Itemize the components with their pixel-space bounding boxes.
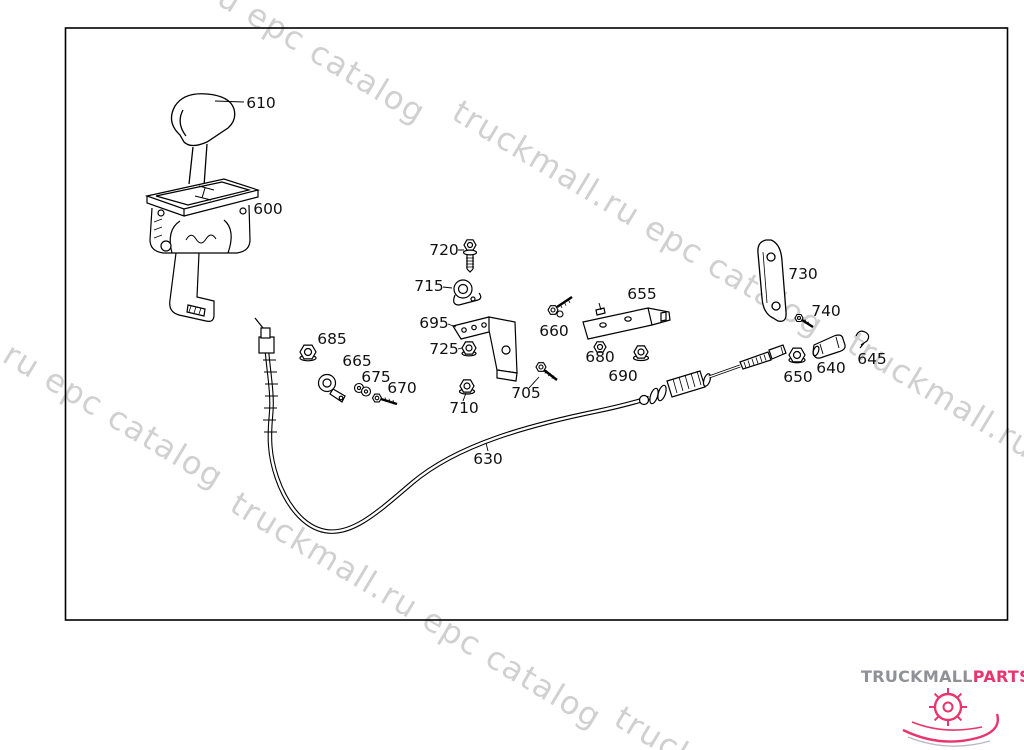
part-650-nut	[788, 347, 806, 364]
site-logo: TRUCKMALLPARTS	[861, 667, 1024, 747]
part-645-clip	[855, 330, 870, 349]
leader-lines	[214, 100, 540, 452]
part-label-630: 630	[473, 450, 503, 468]
part-730-bracket	[757, 239, 787, 322]
part-675-washers	[353, 382, 372, 397]
part-label-610: 610	[246, 94, 276, 112]
part-label-695: 695	[419, 314, 449, 332]
part-705-bolt	[535, 362, 558, 381]
part-680-nut	[593, 341, 607, 353]
part-695-bracket	[452, 316, 518, 382]
part-label-600: 600	[253, 200, 283, 218]
part-label-705: 705	[511, 384, 541, 402]
part-655-bracket	[582, 302, 671, 340]
part-710-flange-nut	[458, 379, 476, 395]
part-label-740: 740	[811, 302, 841, 320]
logo-gear-icon	[902, 688, 999, 747]
part-label-725: 725	[429, 340, 459, 358]
part-label-645: 645	[857, 350, 887, 368]
part-725-flange-nut	[461, 341, 477, 357]
part-685-flange-nut	[299, 344, 317, 362]
watermark-text: truckmall.ru epc catalog	[0, 244, 231, 496]
part-label-640: 640	[816, 359, 846, 377]
part-label-680: 680	[585, 348, 615, 366]
part-720-flange-bolt	[462, 239, 478, 273]
part-600-shift-lever-assembly	[144, 178, 261, 322]
part-630-shift-cable	[254, 317, 650, 534]
part-660-bolt	[547, 296, 573, 318]
part-label-675: 675	[361, 368, 391, 386]
part-label-660: 660	[539, 322, 569, 340]
part-665-clamp	[317, 373, 346, 403]
logo-text: TRUCKMALLPARTS	[861, 667, 1024, 686]
part-690-flange-nut	[632, 345, 650, 362]
part-label-715: 715	[414, 277, 444, 295]
part-label-685: 685	[317, 330, 347, 348]
part-label-650: 650	[783, 368, 813, 386]
watermark-text: truckmall.ru epc catalog	[224, 484, 609, 736]
watermark-text: truckmall.ru epc catalog	[48, 0, 433, 131]
part-740-screw	[794, 313, 814, 329]
logo-brand-text: TRUCKMALL	[861, 667, 973, 686]
part-label-720: 720	[429, 241, 459, 259]
part-670-bolt	[371, 393, 398, 406]
part-label-670: 670	[387, 379, 417, 397]
part-label-665: 665	[342, 352, 372, 370]
part-label-690: 690	[608, 367, 638, 385]
part-labels: 610 600 720 715 695 725 710 705 685 665 …	[246, 94, 887, 468]
logo-suffix-text: PARTS	[973, 667, 1024, 686]
part-640-connector	[812, 334, 846, 359]
diagram-frame	[64, 27, 1009, 621]
part-715-clamp	[453, 279, 482, 306]
cable-end-fittings	[638, 344, 787, 406]
part-610-gear-knob	[170, 93, 236, 187]
part-label-710: 710	[449, 399, 479, 417]
part-label-730: 730	[788, 265, 818, 283]
part-label-655: 655	[627, 285, 657, 303]
